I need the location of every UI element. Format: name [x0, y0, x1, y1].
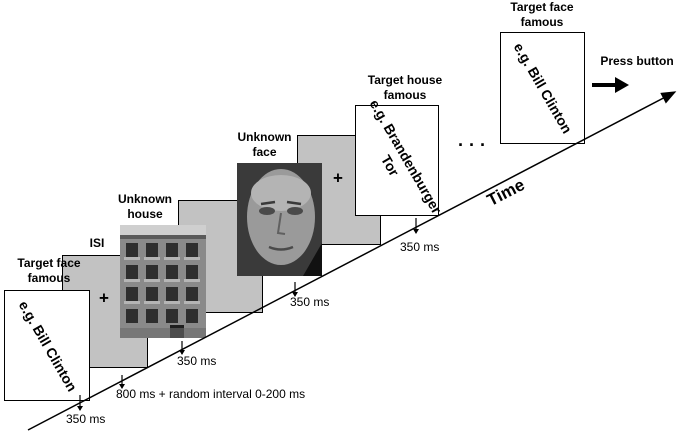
tick-marks: [79, 218, 417, 410]
tick-arrowheads: [77, 229, 419, 411]
timing-label-5: 350 ms: [400, 240, 440, 254]
time-axis: [27, 91, 677, 431]
timing-label-3: 350 ms: [177, 354, 217, 368]
fixation-cross: +: [99, 288, 109, 308]
press-button-arrow-icon: [592, 77, 629, 93]
timing-label-4: 350 ms: [290, 295, 330, 309]
house-photo: [120, 225, 206, 338]
building-image: [120, 225, 206, 338]
face-image: [237, 163, 322, 276]
timing-label-1: 350 ms: [66, 412, 106, 426]
ellipsis: · · ·: [458, 135, 486, 155]
press-button-label: Press button: [600, 54, 674, 68]
timing-label-2: 800 ms + random interval 0-200 ms: [116, 387, 306, 401]
fixation-cross: +: [333, 168, 343, 188]
face-photo: [237, 163, 322, 276]
stimulus-target-face-1: e.g. Bill Clinton: [4, 290, 90, 401]
label-isi: ISI: [89, 236, 105, 250]
stimulus-target-face-2: e.g. Bill Clinton: [500, 32, 585, 144]
